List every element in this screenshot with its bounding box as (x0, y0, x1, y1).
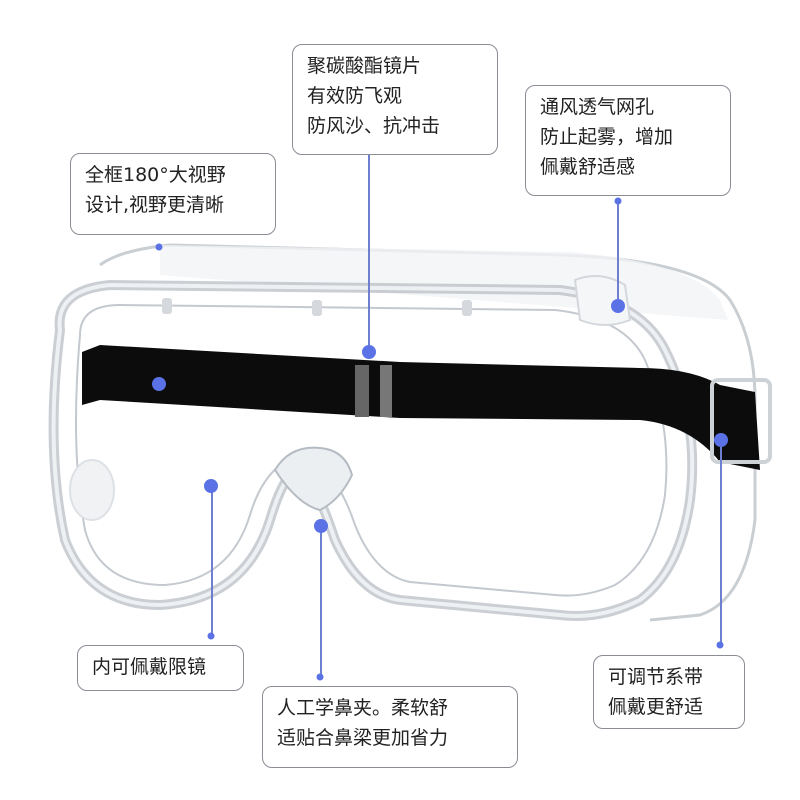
callout-wide-view: 全框180°大视野 设计,视野更清晰 (70, 153, 276, 235)
marker-wide-view-dot (152, 377, 166, 391)
callout-adjustable-strap: 可调节系带 佩戴更舒适 (593, 655, 745, 729)
marker-nose-dot (314, 519, 328, 533)
callout-line: 全框180°大视野 (85, 164, 226, 186)
callout-lens-material: 聚碳酸酯镜片 有效防飞观 防风沙、抗冲击 (292, 44, 498, 155)
marker-glasses-anchor-dot (207, 632, 215, 640)
leader-line-lens (368, 155, 370, 352)
callout-line: 防止起雾，增加 (540, 126, 674, 148)
leader-line-glasses (211, 486, 213, 636)
callout-line: 可调节系带 (608, 666, 704, 688)
callout-line: 佩戴更舒适 (608, 696, 704, 718)
marker-ventilation-dot (611, 299, 625, 313)
marker-ventilation-anchor-dot (614, 197, 622, 205)
callout-line: 人工学鼻夹。柔软舒 (277, 697, 449, 719)
callout-line: 防风沙、抗冲击 (307, 115, 441, 137)
marker-strap-anchor-dot (716, 641, 724, 649)
marker-glasses-dot (204, 479, 218, 493)
callout-line: 内可佩戴限镜 (92, 656, 207, 678)
marker-wide-view-anchor-dot (155, 243, 163, 251)
marker-lens-dot (362, 345, 376, 359)
callout-line: 佩戴舒适感 (540, 156, 636, 178)
callout-line: 设计,视野更清晰 (85, 194, 225, 216)
marker-strap-dot (714, 433, 728, 447)
leader-line-ventilation (617, 200, 619, 305)
leader-line-strap (720, 440, 722, 645)
marker-nose-anchor-dot (316, 673, 324, 681)
callout-line: 有效防飞观 (307, 85, 403, 107)
callout-line: 聚碳酸酯镜片 (307, 55, 422, 77)
callout-ventilation: 通风透气网孔 防止起雾，增加 佩戴舒适感 (525, 85, 731, 196)
callout-line: 通风透气网孔 (540, 96, 655, 118)
callout-glasses-compatible: 内可佩戴限镜 (77, 645, 244, 691)
callout-nose-clip: 人工学鼻夹。柔软舒 适贴合鼻梁更加省力 (262, 686, 518, 768)
leader-line-nose (320, 526, 322, 676)
callout-line: 适贴合鼻梁更加省力 (277, 727, 449, 749)
